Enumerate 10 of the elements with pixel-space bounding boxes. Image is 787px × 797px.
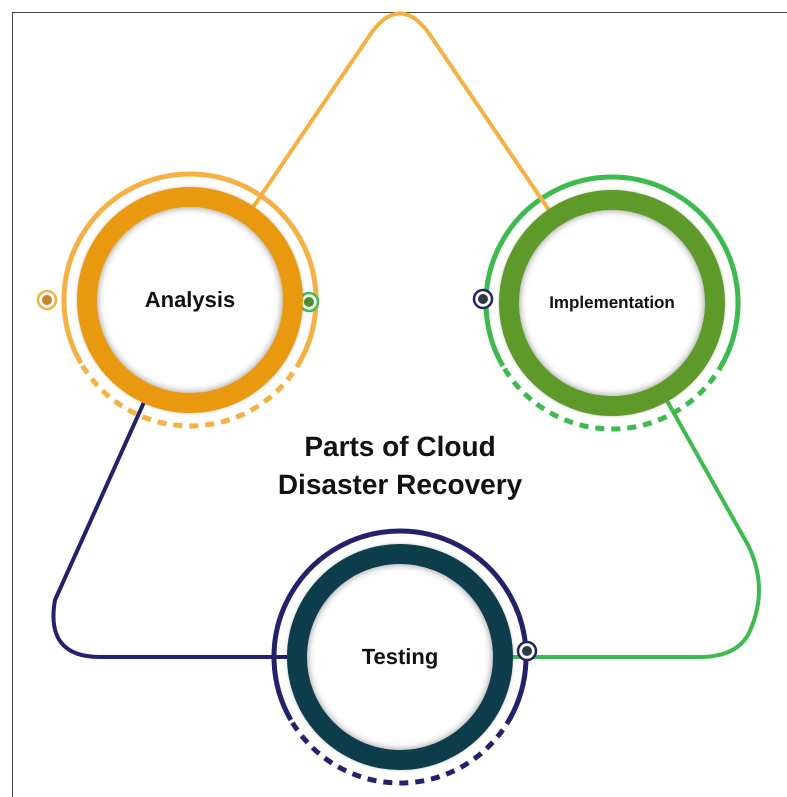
node-label: Testing <box>362 644 438 670</box>
circle-node <box>499 190 725 416</box>
connector-line <box>252 12 550 211</box>
node-label: Implementation <box>549 293 675 313</box>
connector-line <box>52 402 287 659</box>
node-label: Analysis <box>144 287 236 313</box>
connector-line <box>513 400 761 659</box>
circle-node <box>287 544 513 770</box>
diagram-title: Parts of Cloud Disaster Recovery <box>276 430 524 502</box>
circle-node <box>77 187 303 413</box>
